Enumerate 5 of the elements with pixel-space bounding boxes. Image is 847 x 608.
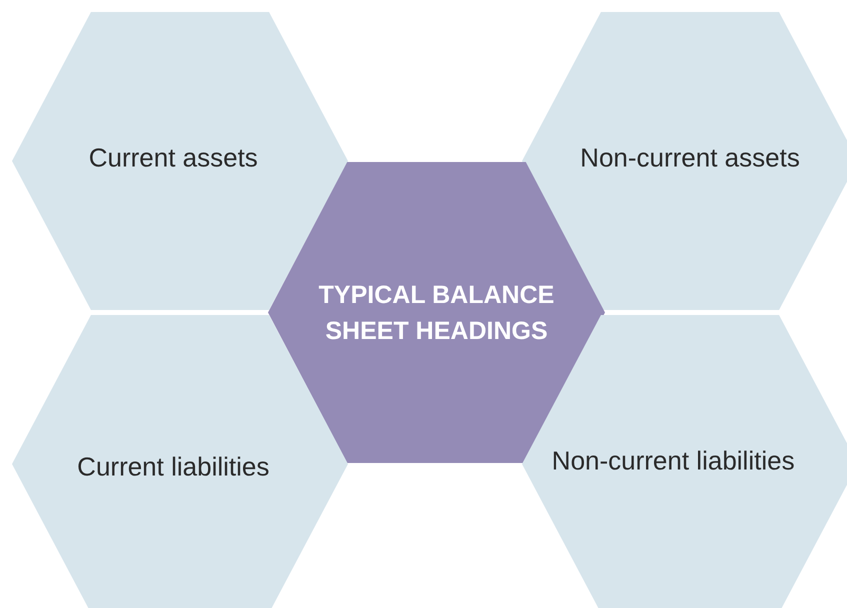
hexagon-label: Non-current assets xyxy=(580,142,800,174)
hexagon-label: Current assets xyxy=(88,142,258,174)
hexagon-title: TYPICAL BALANCE SHEET HEADINGS xyxy=(318,280,556,346)
hexagon-label: Current liabilities xyxy=(77,451,270,482)
hexagon-label: Non-current liabilities xyxy=(552,446,795,477)
